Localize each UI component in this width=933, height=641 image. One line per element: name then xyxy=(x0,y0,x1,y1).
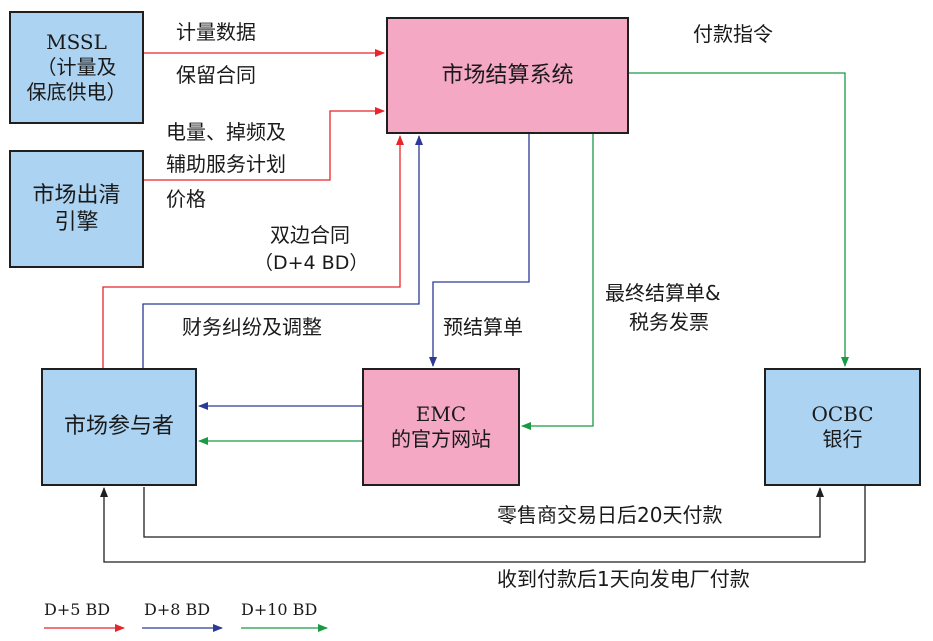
mssl-line2: （计量及 xyxy=(36,55,117,79)
settlement-label: 市场结算系统 xyxy=(441,62,574,88)
clearing-engine-box: 市场出清 引擎 xyxy=(9,150,144,268)
engine-line2: 引擎 xyxy=(54,210,99,235)
emc-line2: 的官方网站 xyxy=(391,427,491,451)
generator-payment-label: 收到付款后1天向发电厂付款 xyxy=(497,567,750,591)
engine-line1: 市场出清 xyxy=(32,182,121,208)
retailer-payment-label: 零售商交易日后20天付款 xyxy=(497,503,723,527)
legend-d10-label: D+10 BD xyxy=(241,600,318,619)
market-participant-box: 市场参与者 xyxy=(41,368,197,486)
prelim-statement-label: 预结算单 xyxy=(443,315,523,339)
final-statement-line1: 最终结算单& xyxy=(605,281,721,305)
legend-d5-label: D+5 BD xyxy=(44,600,111,619)
retailer-payment-arrow xyxy=(143,487,824,538)
payment-order-arrow xyxy=(628,72,849,367)
bilateral-contract-arrow xyxy=(102,135,404,368)
bilateral-contract-line1: 双边合同 xyxy=(270,223,350,247)
final-statement-line2: 税务发票 xyxy=(629,310,709,334)
dispute-label: 财务纠纷及调整 xyxy=(182,315,322,339)
emc-website-box: EMC 的官方网站 xyxy=(362,368,520,486)
participant-label: 市场参与者 xyxy=(63,414,174,440)
dispute-arrow xyxy=(142,135,423,368)
engine-to-settlement-arrow xyxy=(144,107,385,181)
legend-d8-label: D+8 BD xyxy=(144,600,211,619)
payment-order-label: 付款指令 xyxy=(693,22,773,46)
metering-data-label: 计量数据 xyxy=(176,20,256,44)
final-statement-arrow xyxy=(521,134,594,430)
generator-payment-arrow xyxy=(100,486,866,563)
prelim-statement-arrow xyxy=(429,134,530,367)
mssl-box: MSSL （计量及 保底供电） xyxy=(9,11,144,124)
bilateral-contract-line2: （D+4 BD） xyxy=(254,252,369,274)
mssl-line3: 保底供电） xyxy=(26,80,127,104)
settlement-system-box: 市场结算系统 xyxy=(386,17,629,134)
emc-line1: EMC xyxy=(415,402,467,426)
ocbc-bank-box: OCBC 银行 xyxy=(764,368,921,486)
energy-schedule-line1: 电量、掉频及 xyxy=(166,120,286,144)
ocbc-line1: OCBC xyxy=(811,402,874,426)
reserve-contract-label: 保留合同 xyxy=(176,63,256,87)
price-label: 价格 xyxy=(166,187,206,211)
mssl-line1: MSSL xyxy=(46,30,107,54)
energy-schedule-line2: 辅助服务计划 xyxy=(166,152,286,176)
ocbc-line2: 银行 xyxy=(822,427,863,451)
